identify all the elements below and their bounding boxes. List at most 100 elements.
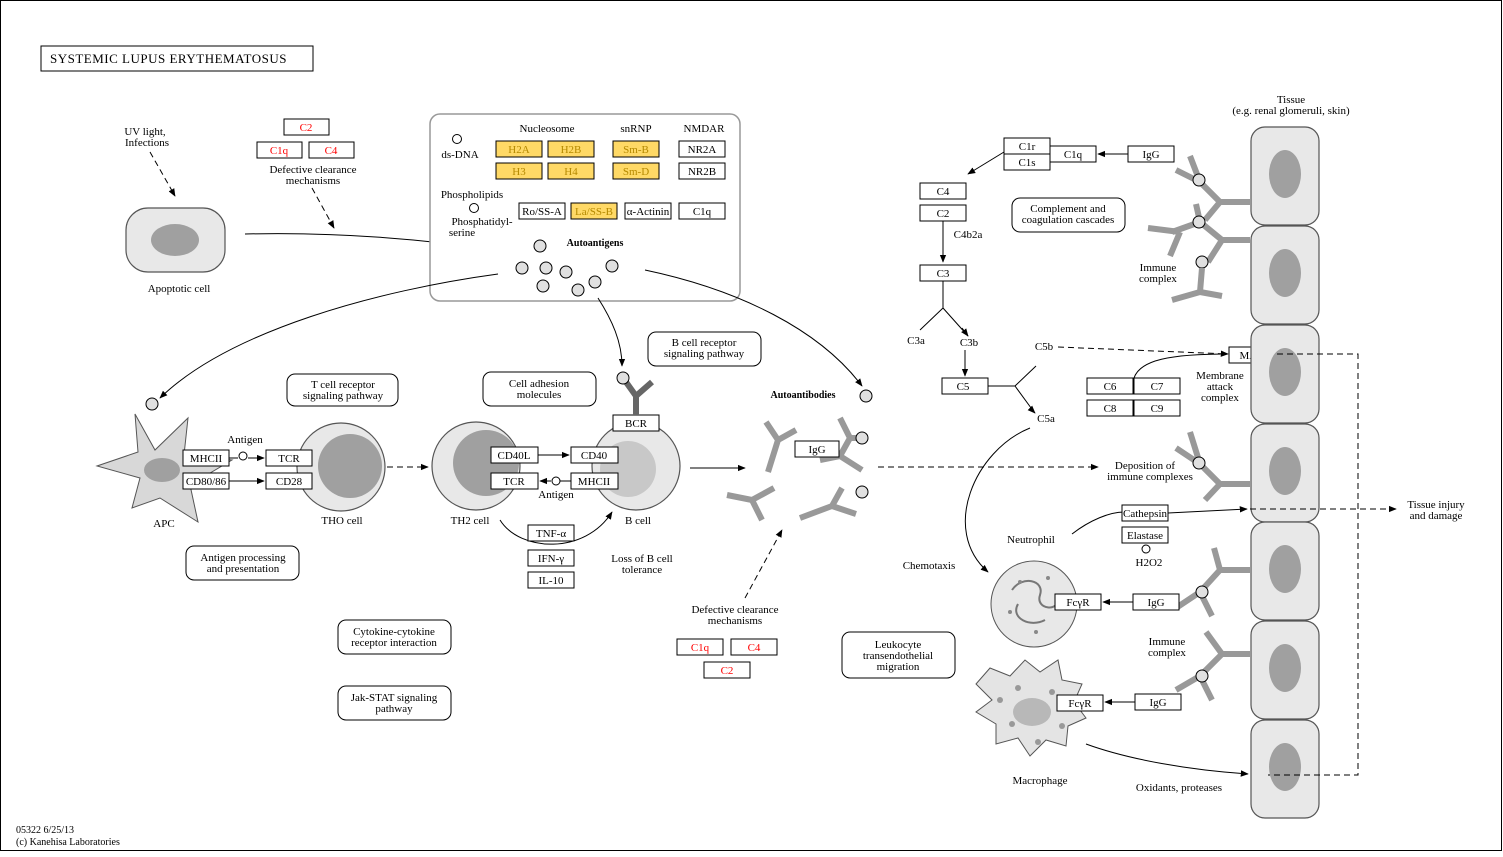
gene-mhcii-b[interactable]: MHCII — [570, 472, 619, 490]
gene-la-ss-b[interactable]: La/SS-B — [570, 202, 618, 220]
svg-text:Elastase: Elastase — [1127, 530, 1163, 542]
gene-c3[interactable]: C3 — [919, 264, 967, 282]
gene-bcr[interactable]: BCR — [612, 414, 660, 432]
gene-tcr-tho[interactable]: TCR — [265, 449, 313, 467]
autoantigen-to-bcell-arrow — [597, 297, 626, 367]
gene-cd28[interactable]: CD28 — [265, 472, 313, 490]
gene-c9[interactable]: C9 — [1133, 399, 1181, 417]
c5b-to-mac-arrow — [1057, 346, 1229, 357]
pathway-leukocyte-migration[interactable]: Leukocyte transendothelial migration — [841, 631, 956, 679]
gene-nr2a[interactable]: NR2A — [678, 140, 726, 158]
svg-text:C1r: C1r — [1019, 141, 1036, 153]
footer-copyright: (c) Kanehisa Laboratories — [16, 837, 120, 848]
gene-mhcii-apc[interactable]: MHCII — [182, 449, 230, 467]
gene-c1q-box[interactable]: C1q — [678, 202, 726, 220]
autoantibody-icons — [726, 389, 873, 522]
gene-c2-bottom[interactable]: C2 — [703, 661, 751, 679]
svg-text:La/SS-B: La/SS-B — [575, 206, 613, 218]
gene-igg-macrophage[interactable]: IgG — [1134, 693, 1182, 711]
gene-tnf-alpha[interactable]: TNF-α — [527, 524, 575, 542]
gene-alpha-actinin[interactable]: α-Actinin — [624, 202, 672, 220]
gene-c1q-top[interactable]: C1q — [256, 141, 303, 159]
gene-c1s[interactable]: C1s — [1003, 153, 1051, 171]
ds-dna-dot — [452, 134, 462, 144]
gene-sm-d[interactable]: Sm-D — [612, 162, 660, 180]
gene-c8[interactable]: C8 — [1086, 399, 1134, 417]
loss-b-cell-label: Loss of B cell — [611, 553, 672, 565]
deposition-label: Deposition of — [1115, 460, 1176, 472]
ds-dna-label: ds-DNA — [441, 149, 478, 161]
gene-c4-bottom[interactable]: C4 — [730, 638, 778, 656]
gene-h4[interactable]: H4 — [547, 162, 595, 180]
mac-label: Membrane — [1196, 370, 1244, 382]
tho-cell — [296, 422, 386, 512]
pathway-cell-adhesion[interactable]: Cell adhesion molecules — [482, 371, 597, 407]
antigen-b-label: Antigen — [538, 489, 574, 501]
immune-complex-top-label: Immune — [1140, 262, 1177, 274]
gene-c1q-comp[interactable]: C1q — [1049, 145, 1097, 163]
svg-text:MHCII: MHCII — [190, 453, 223, 465]
gene-il-10[interactable]: IL-10 — [527, 571, 575, 589]
loss-b-cell-label2: tolerance — [622, 564, 662, 576]
gene-c6[interactable]: C6 — [1086, 377, 1134, 395]
svg-text:NR2A: NR2A — [688, 144, 717, 156]
svg-text:Cell adhesion: Cell adhesion — [509, 378, 570, 390]
svg-text:H2B: H2B — [561, 144, 582, 156]
gene-elastase[interactable]: Elastase — [1121, 526, 1169, 544]
pathway-cytokine[interactable]: Cytokine-cytokine receptor interaction — [337, 619, 452, 655]
gene-c1q-bottom[interactable]: C1q — [676, 638, 724, 656]
gene-ro-ss-a[interactable]: Ro/SS-A — [518, 202, 566, 220]
pathway-jak-stat[interactable]: Jak-STAT signaling pathway — [337, 685, 452, 721]
gene-c1r[interactable]: C1r — [1003, 137, 1051, 155]
gene-igg-neutrophil[interactable]: IgG — [1132, 593, 1180, 611]
tho-cell-label: THO cell — [321, 515, 362, 527]
gene-fcyr-macrophage[interactable]: FcγR — [1056, 694, 1104, 712]
pathway-complement[interactable]: Complement and coagulation cascades — [1011, 197, 1126, 233]
bcr-antigen-dot — [616, 371, 630, 385]
svg-text:Sm-D: Sm-D — [623, 166, 649, 178]
svg-text:C2: C2 — [300, 122, 313, 134]
gene-ifn-gamma[interactable]: IFN-γ — [527, 549, 575, 567]
phosphatidylserine-label2: serine — [449, 227, 475, 239]
gene-h2b[interactable]: H2B — [547, 140, 595, 158]
gene-cd40[interactable]: CD40 — [570, 446, 619, 464]
tissue-injury-label2: and damage — [1410, 510, 1463, 522]
svg-text:transendothelial: transendothelial — [863, 650, 933, 662]
gene-h3[interactable]: H3 — [495, 162, 543, 180]
macrophage-label: Macrophage — [1013, 775, 1068, 787]
gene-tcr-th2[interactable]: TCR — [490, 472, 539, 490]
defective-clearance-top-label2: mechanisms — [286, 175, 340, 187]
svg-text:IFN-γ: IFN-γ — [538, 553, 564, 565]
pathway-tcr-signaling[interactable]: T cell receptor signaling pathway — [286, 373, 399, 407]
gene-c7[interactable]: C7 — [1133, 377, 1181, 395]
gene-igg-auto[interactable]: IgG — [794, 440, 840, 458]
gene-igg-comp[interactable]: IgG — [1127, 145, 1175, 163]
oxidants-label: Oxidants, proteases — [1136, 782, 1222, 794]
gene-fcyr-neutrophil[interactable]: FcγR — [1054, 593, 1102, 611]
svg-text:CD40L: CD40L — [498, 450, 531, 462]
svg-text:C2: C2 — [937, 208, 950, 220]
svg-text:Sm-B: Sm-B — [623, 144, 649, 156]
gene-h2a[interactable]: H2A — [495, 140, 543, 158]
svg-text:Complement and: Complement and — [1030, 203, 1106, 215]
defective-clearance-bottom-arrow — [744, 529, 783, 599]
gene-cd40l[interactable]: CD40L — [490, 446, 539, 464]
gene-c4[interactable]: C4 — [919, 182, 967, 200]
svg-text:C8: C8 — [1104, 403, 1117, 415]
gene-c2[interactable]: C2 — [919, 204, 967, 222]
gene-c2-top[interactable]: C2 — [283, 118, 330, 136]
gene-c4-top[interactable]: C4 — [308, 141, 355, 159]
svg-text:α-Actinin: α-Actinin — [627, 206, 670, 218]
gene-c5[interactable]: C5 — [941, 377, 989, 395]
pathway-bcr-signaling[interactable]: B cell receptor signaling pathway — [647, 331, 762, 367]
gene-sm-b[interactable]: Sm-B — [612, 140, 660, 158]
svg-text:C4: C4 — [748, 642, 761, 654]
svg-text:C1s: C1s — [1018, 157, 1035, 169]
pathway-antigen-processing[interactable]: Antigen processing and presentation — [185, 545, 300, 581]
gene-cathepsin[interactable]: Cathepsin — [1121, 504, 1169, 522]
defective-clearance-arrow — [311, 187, 335, 229]
c3a-label: C3a — [907, 335, 925, 347]
gene-nr2b[interactable]: NR2B — [678, 162, 726, 180]
gene-cd80-86[interactable]: CD80/86 — [182, 472, 230, 490]
